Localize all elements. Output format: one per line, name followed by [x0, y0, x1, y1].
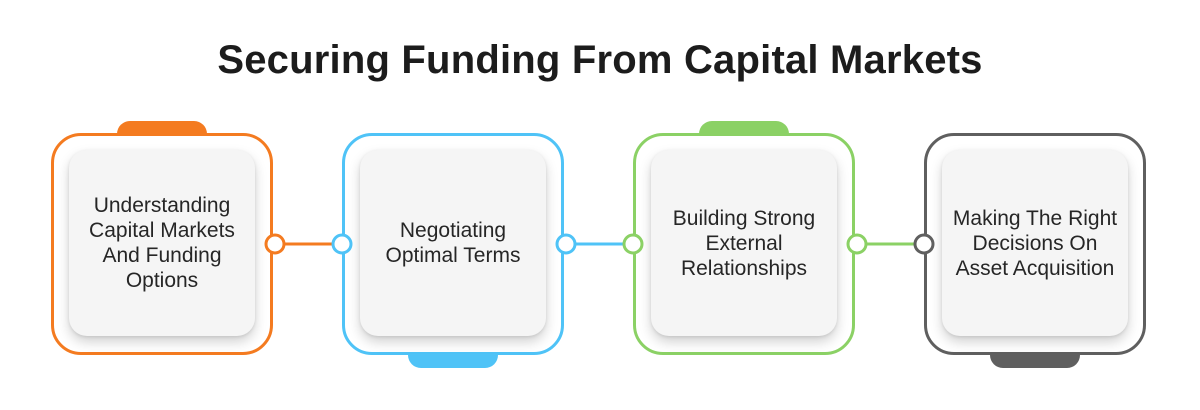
step-4-card: Making The Right Decisions On Asset Acqu…: [942, 150, 1128, 336]
connector-2-3-right-node: [622, 233, 644, 255]
connector-2-3: [555, 233, 644, 255]
connector-3-4-right-node: [913, 233, 935, 255]
connector-1-2-right-node: [331, 233, 353, 255]
step-1-label: Understanding Capital Markets And Fundin…: [89, 194, 235, 292]
connector-3-4: [846, 233, 935, 255]
step-4-label: Making The Right Decisions On Asset Acqu…: [952, 206, 1118, 280]
step-2-card: Negotiating Optimal Terms: [360, 150, 546, 336]
step-1-card: Understanding Capital Markets And Fundin…: [69, 150, 255, 336]
connector-1-2-left-node: [264, 233, 286, 255]
step-3-label: Building Strong External Relationships: [672, 206, 816, 280]
diagram-title: Securing Funding From Capital Markets: [217, 38, 983, 82]
connector-2-3-left-node: [555, 233, 577, 255]
step-3-card: Building Strong External Relationships: [651, 150, 837, 336]
connector-3-4-left-node: [846, 233, 868, 255]
connector-1-2: [264, 233, 353, 255]
step-2-label: Negotiating Optimal Terms: [385, 219, 521, 267]
